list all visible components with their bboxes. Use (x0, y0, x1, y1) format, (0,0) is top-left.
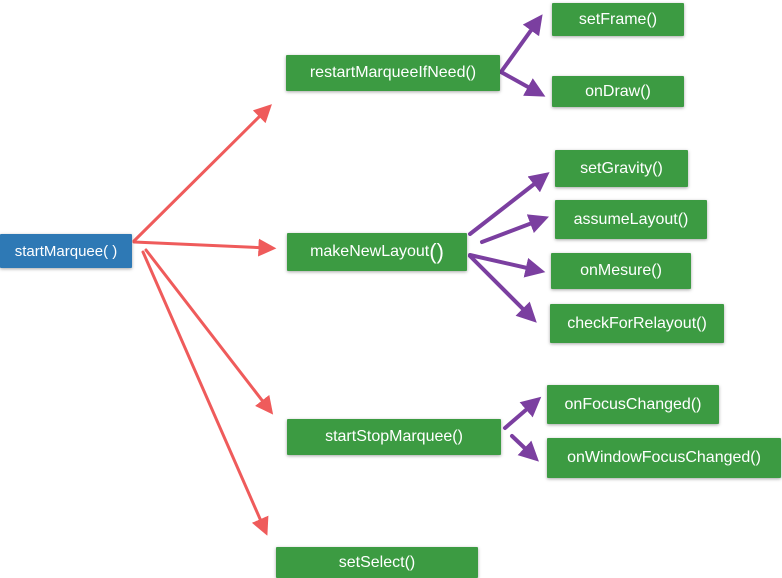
node-start-stop-marquee: startStopMarquee() (287, 419, 501, 455)
node-set-gravity-label: setGravity() (580, 159, 663, 177)
node-on-focus-changed: onFocusChanged() (547, 385, 719, 424)
node-on-mesure-label: onMesure() (580, 262, 662, 279)
node-on-window-focus-changed: onWindowFocusChanged() (547, 438, 781, 478)
node-set-select: setSelect() (276, 547, 478, 578)
arrow-restart-to-ondraw (499, 70, 546, 97)
arrow-restart-to-setframe (499, 14, 543, 74)
arrow-root-to-startstop (144, 248, 274, 415)
arrow-make-to-assume (480, 214, 549, 244)
node-assume-layout-label: assumeLayout() (573, 210, 689, 228)
node-make-new-layout-label: makeNewLayout (310, 243, 430, 260)
arrow-make-to-onmesure (468, 253, 546, 278)
arrow-make-to-setgravity (468, 172, 550, 236)
node-set-frame: setFrame() (552, 3, 684, 36)
node-on-mesure: onMesure() (551, 253, 691, 289)
node-on-draw: onDraw() (552, 76, 684, 107)
node-start-stop-marquee-label: startStopMarquee() (325, 428, 463, 445)
arrow-root-to-make (132, 238, 277, 257)
arrow-startstop-to-onwindow (510, 434, 539, 462)
node-make-new-layout: makeNewLayout() (287, 233, 467, 271)
arrow-make-to-check (468, 254, 537, 323)
node-set-select-label: setSelect() (338, 553, 416, 571)
node-check-for-relayout: checkForRelayout() (550, 304, 724, 343)
node-assume-layout: assumeLayout() (555, 200, 707, 239)
node-set-gravity: setGravity() (555, 150, 688, 187)
arrow-root-to-select (141, 250, 269, 536)
node-make-new-layout-paren: () (429, 239, 444, 264)
arrow-startstop-to-onfocus (503, 396, 542, 430)
node-set-frame-label: setFrame() (578, 10, 658, 28)
node-start-marquee: startMarquee( ) (0, 234, 132, 268)
node-on-draw-label: onDraw() (585, 82, 651, 100)
node-start-marquee-label: startMarquee( ) (14, 242, 118, 260)
node-restart-marquee-if-need-label: restartMarqueeIfNeed() (309, 64, 477, 81)
node-on-focus-changed-label: onFocusChanged() (564, 395, 702, 413)
node-on-window-focus-changed-label: onWindowFocusChanged() (567, 449, 761, 466)
node-check-for-relayout-label: checkForRelayout() (567, 314, 707, 332)
node-restart-marquee-if-need: restartMarqueeIfNeed() (286, 55, 500, 91)
arrow-root-to-restart (132, 104, 272, 243)
